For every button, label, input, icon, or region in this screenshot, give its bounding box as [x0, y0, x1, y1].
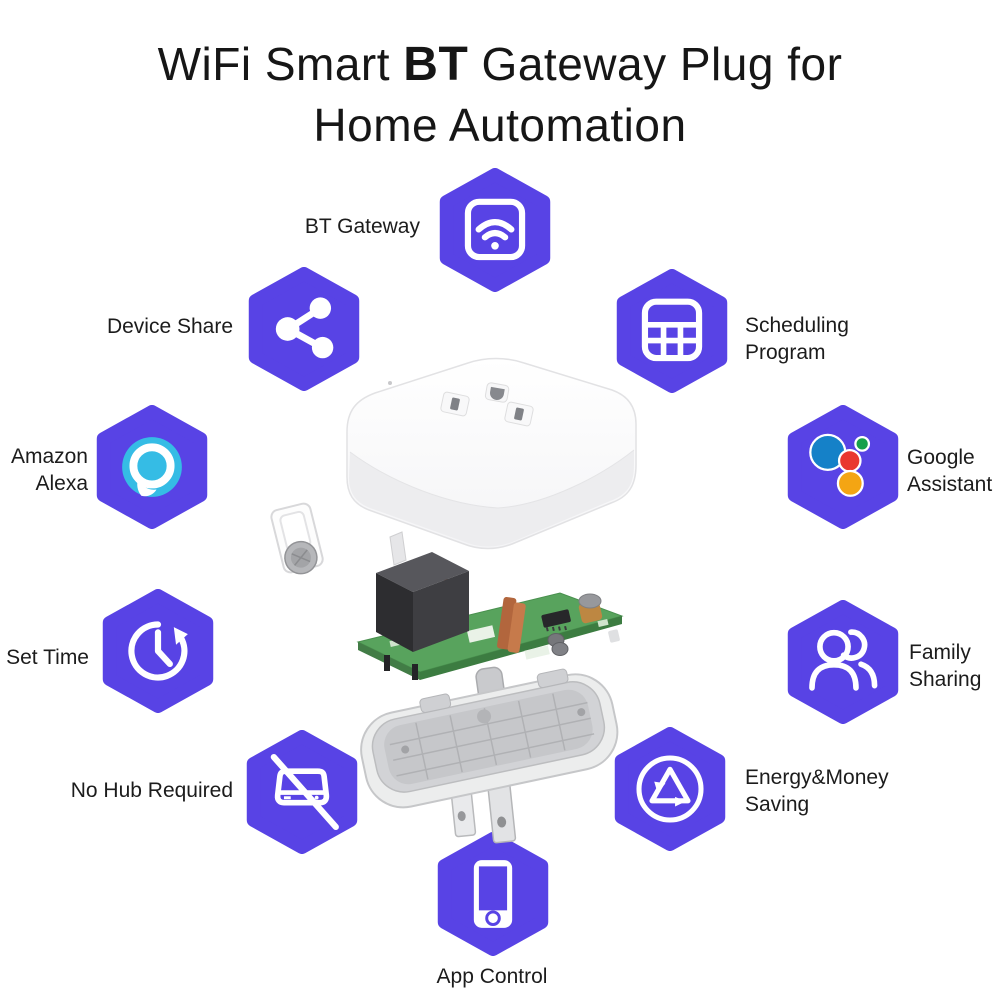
- feature-label-set-time: Set Time: [6, 646, 89, 669]
- socket-slot-right: [504, 401, 534, 427]
- feature-device-share: [246, 267, 362, 391]
- title-line1-suffix: Gateway Plug for: [468, 38, 843, 90]
- feature-label-app-control: App Control: [436, 965, 548, 988]
- plug-body: [346, 357, 637, 550]
- recycle-icon: [636, 755, 704, 823]
- feature-energy-money-saving: [612, 727, 728, 851]
- page-title: WiFi Smart BT Gateway Plug for Home Auto…: [0, 34, 1000, 155]
- smartphone-icon: [473, 860, 513, 928]
- feature-family-sharing: [785, 600, 901, 724]
- feature-no-hub-required: [244, 730, 360, 854]
- relay: [376, 531, 469, 652]
- hexagon-badge: [787, 600, 899, 724]
- title-line1: WiFi Smart BT Gateway Plug for: [0, 34, 1000, 95]
- clock-arrow-icon: [128, 621, 188, 681]
- ic-chip: [541, 609, 571, 632]
- hexagon-badge: [614, 727, 726, 851]
- feature-set-time: [100, 589, 216, 713]
- inductor-coil: [578, 593, 603, 624]
- title-line1-prefix: WiFi Smart: [157, 38, 404, 90]
- calendar-icon: [641, 298, 703, 362]
- feature-label-device-share: Device Share: [106, 315, 233, 338]
- copper-contact-right: [497, 596, 526, 653]
- led-indicator: [388, 381, 392, 385]
- wifi-router-icon: [464, 198, 526, 261]
- feature-bt-gateway: [437, 168, 553, 292]
- share-icon: [275, 297, 334, 359]
- feature-amazon-alexa: [94, 405, 210, 529]
- circuit-board: [356, 578, 624, 680]
- title-line2: Home Automation: [313, 99, 687, 151]
- people-icon: [809, 629, 878, 691]
- feature-scheduling-program: [614, 269, 730, 393]
- no-hub-icon: [270, 753, 339, 831]
- google-assistant-icon: [809, 433, 871, 497]
- socket-slot-left: [440, 391, 470, 417]
- alexa-icon: [122, 437, 182, 497]
- bottom-shell: [360, 668, 619, 809]
- feature-label-no-hub-required: No Hub Required: [70, 779, 233, 802]
- feature-app-control: [435, 832, 551, 956]
- mounting-bracket: [270, 502, 324, 575]
- smart-plug-exploded-view: [270, 357, 637, 844]
- socket-ground-hole: [484, 382, 510, 403]
- feature-google-assistant: [785, 405, 901, 529]
- feature-label-bt-gateway: BT Gateway: [304, 215, 420, 238]
- title-line1-bold: BT: [403, 38, 469, 91]
